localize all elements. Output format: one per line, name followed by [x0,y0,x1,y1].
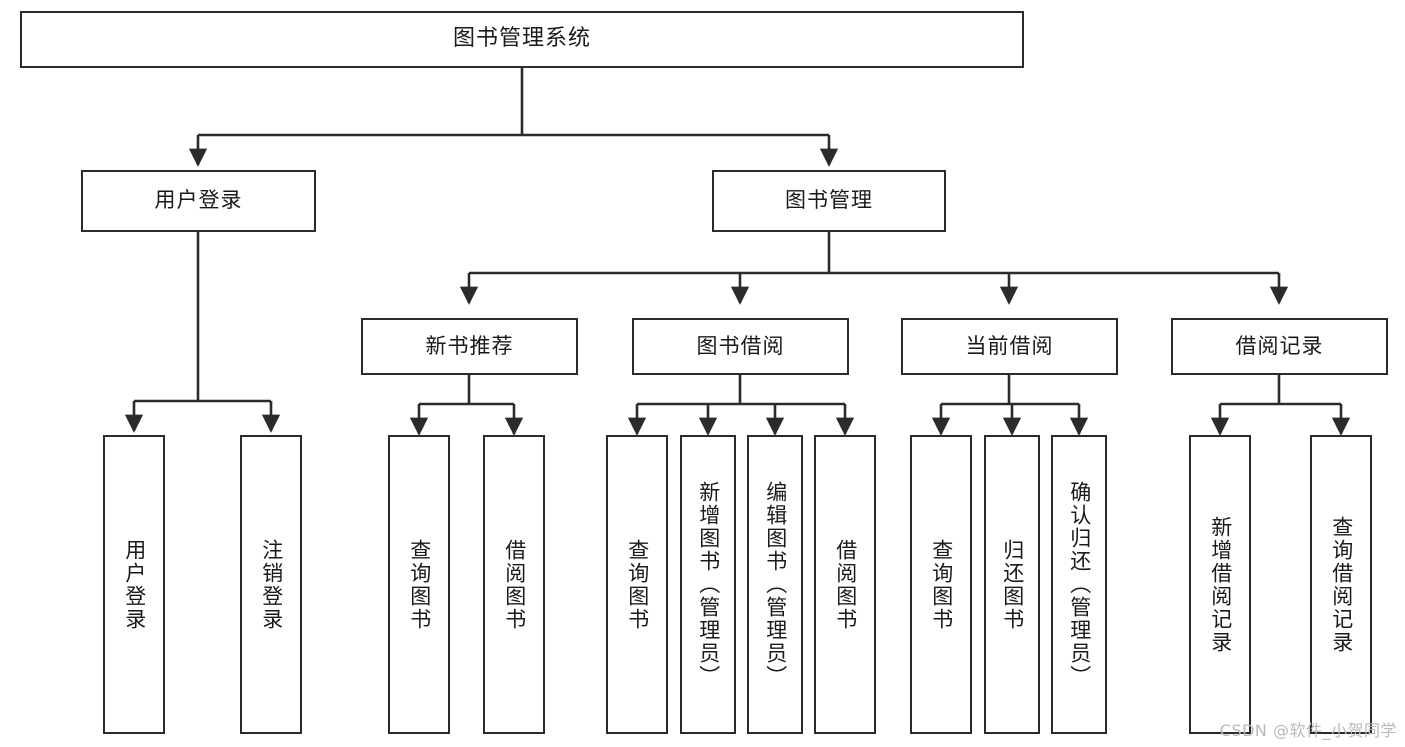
leaf-borrow-book-recommend-label: 借阅图书 [502,538,527,631]
leaf-confirm-return-admin[interactable]: 确认归还（管理员） [1051,435,1107,734]
leaf-query-book-borrow-label: 查询图书 [625,538,650,631]
node-new-book-recommend-label: 新书推荐 [425,333,514,358]
leaf-return-book-label: 归还图书 [1000,538,1025,631]
leaf-query-book-current-label: 查询图书 [929,538,954,631]
leaf-borrow-book-label: 借阅图书 [833,538,858,631]
leaf-query-book-borrow[interactable]: 查询图书 [606,435,668,734]
csdn-watermark: CSDN @软件_小贺同学 [1219,721,1397,740]
leaf-borrow-book[interactable]: 借阅图书 [814,435,876,734]
node-current-borrow[interactable]: 当前借阅 [901,318,1118,375]
node-borrow-record[interactable]: 借阅记录 [1171,318,1388,375]
node-root[interactable]: 图书管理系统 [20,11,1024,68]
node-user-login[interactable]: 用户登录 [81,170,316,232]
node-root-label: 图书管理系统 [452,26,591,52]
leaf-query-book-recommend-label: 查询图书 [407,538,432,631]
leaf-add-borrow-record-label: 新增借阅记录 [1208,515,1233,654]
leaf-confirm-return-admin-label: 确认归还（管理员） [1067,481,1092,688]
leaf-return-book[interactable]: 归还图书 [984,435,1040,734]
leaf-logout-label: 注销登录 [259,538,284,631]
node-book-management[interactable]: 图书管理 [712,170,946,232]
leaf-query-book-current[interactable]: 查询图书 [910,435,972,734]
node-book-management-label: 图书管理 [785,188,873,213]
node-borrow-record-label: 借阅记录 [1235,333,1324,358]
leaf-query-book-recommend[interactable]: 查询图书 [388,435,450,734]
leaf-query-borrow-record-label: 查询借阅记录 [1329,515,1354,654]
leaf-logout[interactable]: 注销登录 [240,435,302,734]
node-book-borrow-label: 图书借阅 [696,333,785,358]
leaf-edit-book-admin[interactable]: 编辑图书（管理员） [747,435,803,734]
leaf-add-book-admin-label: 新增图书（管理员） [696,481,721,688]
leaf-add-book-admin[interactable]: 新增图书（管理员） [680,435,736,734]
leaf-user-login-label: 用户登录 [122,538,147,631]
leaf-user-login[interactable]: 用户登录 [103,435,165,734]
node-current-borrow-label: 当前借阅 [965,333,1054,358]
node-new-book-recommend[interactable]: 新书推荐 [361,318,578,375]
node-user-login-label: 用户登录 [154,188,243,213]
leaf-edit-book-admin-label: 编辑图书（管理员） [763,481,788,688]
leaf-borrow-book-recommend[interactable]: 借阅图书 [483,435,545,734]
leaf-query-borrow-record[interactable]: 查询借阅记录 [1310,435,1372,734]
leaf-add-borrow-record[interactable]: 新增借阅记录 [1189,435,1251,734]
node-book-borrow[interactable]: 图书借阅 [632,318,849,375]
